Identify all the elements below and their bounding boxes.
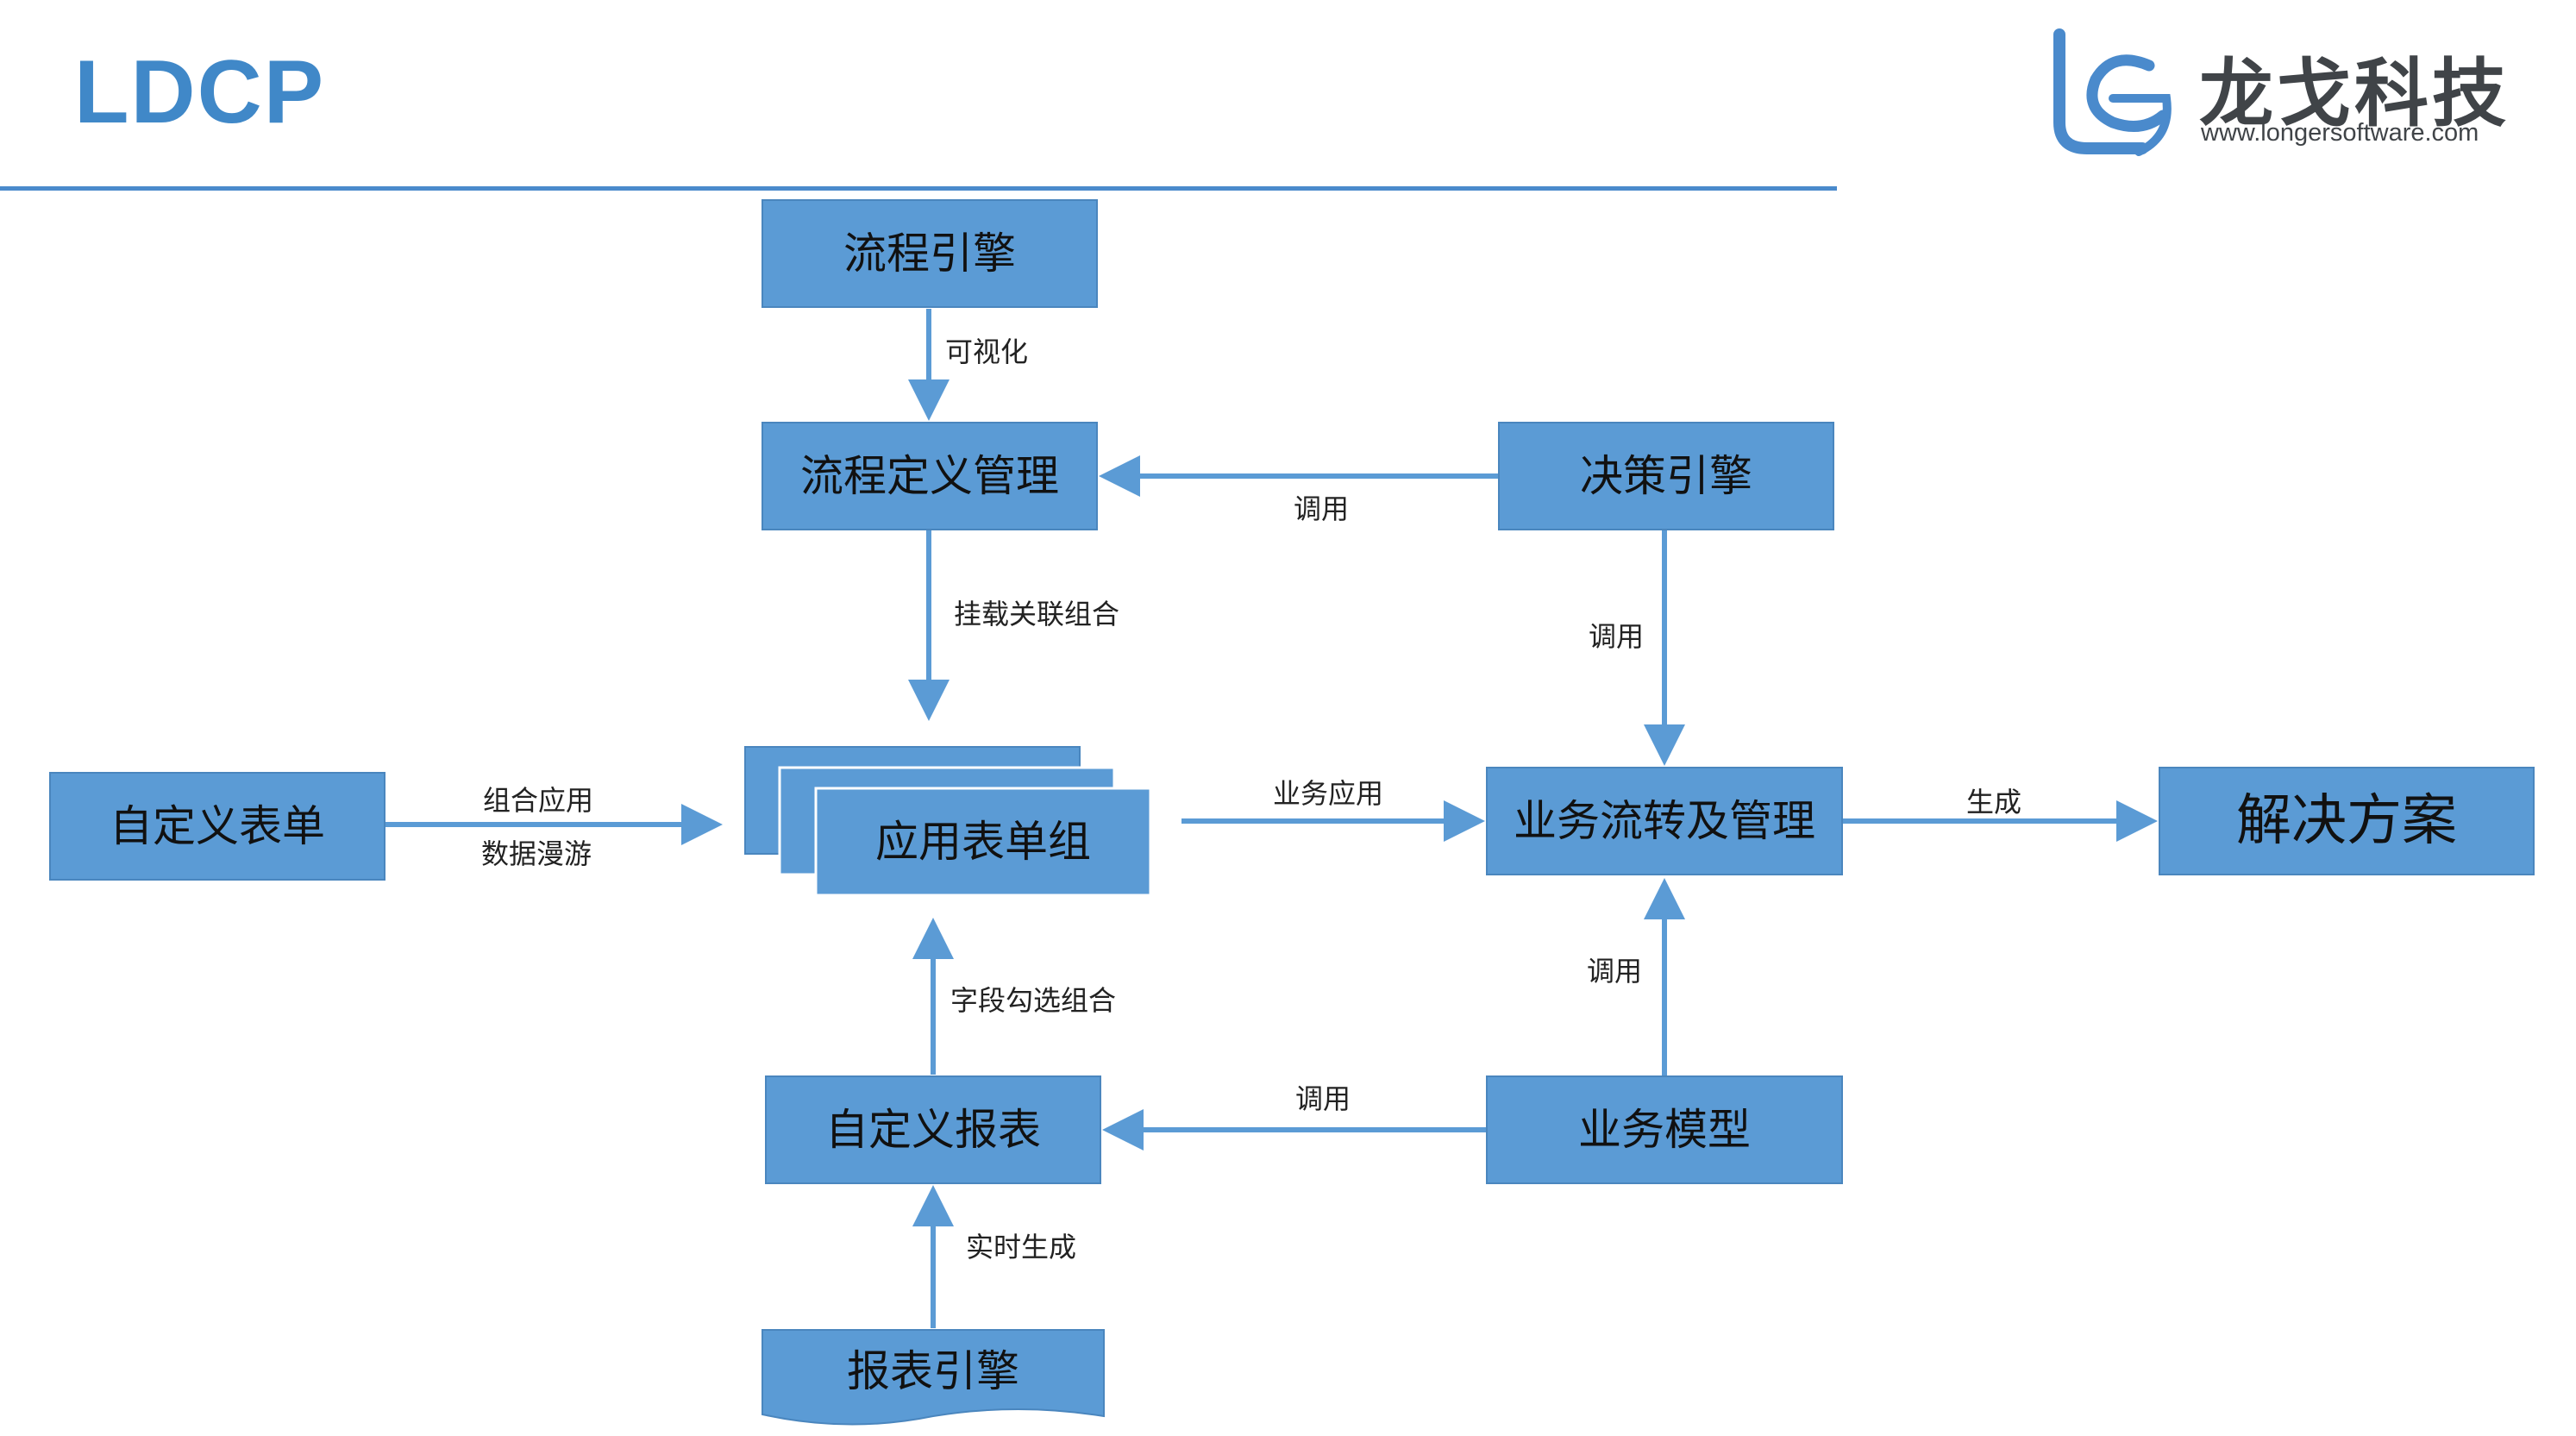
label-invoke-model-up: 调用 xyxy=(1587,955,1642,988)
node-process-engine-label: 流程引擎 xyxy=(843,229,1016,279)
label-realtime-gen: 实时生成 xyxy=(966,1231,1076,1264)
label-invoke-top: 调用 xyxy=(1294,492,1349,525)
node-process-engine: 流程引擎 xyxy=(762,199,1098,308)
node-solution-label: 解决方案 xyxy=(2236,789,2457,853)
node-custom-report: 自定义报表 xyxy=(765,1075,1101,1184)
node-report-engine-label: 报表引擎 xyxy=(847,1346,1019,1396)
node-business-flow-label: 业务流转及管理 xyxy=(1514,796,1815,846)
longer-logo-icon xyxy=(2053,28,2172,156)
node-process-definition-label: 流程定义管理 xyxy=(800,451,1059,501)
node-business-model-label: 业务模型 xyxy=(1578,1105,1751,1155)
label-field-select: 字段勾选组合 xyxy=(950,984,1116,1017)
label-business-app: 业务应用 xyxy=(1273,777,1383,810)
node-business-model: 业务模型 xyxy=(1486,1075,1843,1184)
node-business-flow: 业务流转及管理 xyxy=(1486,767,1843,875)
label-invoke-decision: 调用 xyxy=(1589,620,1644,653)
node-report-engine: 报表引擎 xyxy=(762,1329,1105,1426)
node-solution: 解决方案 xyxy=(2159,767,2535,875)
logo-company-name: 龙戈科技 xyxy=(2199,51,2510,137)
connectors xyxy=(385,309,2158,1328)
node-decision-engine: 决策引擎 xyxy=(1498,422,1834,530)
edge-labels: 可视化 调用 挂载关联组合 调用 组合应用 数据漫游 业务应用 生成 字段勾选组… xyxy=(481,335,2021,1264)
node-app-form-group-label: 应用表单组 xyxy=(875,817,1091,867)
node-decision-engine-label: 决策引擎 xyxy=(1580,451,1752,501)
logo-website: www.longersoftware.com xyxy=(2201,119,2479,147)
label-generate: 生成 xyxy=(1966,786,2021,818)
header-divider xyxy=(0,186,1837,191)
node-custom-form-label: 自定义表单 xyxy=(110,801,325,851)
node-custom-form: 自定义表单 xyxy=(49,772,385,881)
company-logo: 龙戈科技 www.longersoftware.com xyxy=(2053,26,2535,164)
node-process-definition: 流程定义管理 xyxy=(762,422,1098,530)
label-combine-app: 组合应用 xyxy=(483,784,593,817)
page-title: LDCP xyxy=(74,42,326,142)
node-app-form-group: 应用表单组 xyxy=(744,746,1152,897)
label-invoke-model-left: 调用 xyxy=(1295,1082,1351,1115)
label-data-roam: 数据漫游 xyxy=(481,837,592,870)
node-custom-report-label: 自定义报表 xyxy=(825,1105,1041,1155)
label-visualize: 可视化 xyxy=(945,335,1028,368)
label-mount-assoc: 挂载关联组合 xyxy=(954,598,1119,630)
